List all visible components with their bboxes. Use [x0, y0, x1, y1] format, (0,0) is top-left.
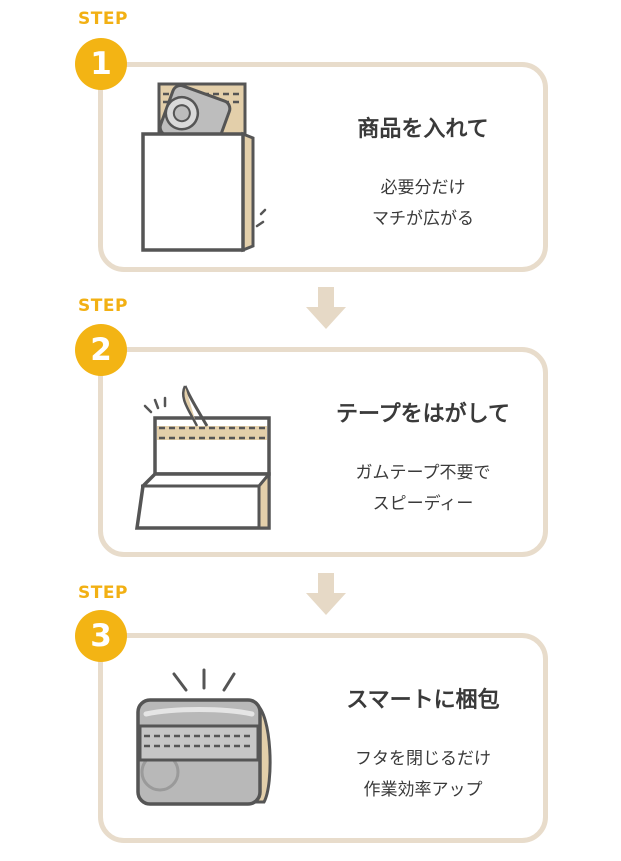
open-bag-with-item-icon [141, 82, 267, 253]
sealed-package-icon [136, 668, 272, 806]
step-1-desc-line-2: マチが広がる [372, 209, 474, 229]
step-1-number-badge: 1 [75, 38, 127, 90]
step-3-label: STEP [78, 583, 128, 603]
step-2-description: ガムテープ不要で スピーディー [303, 458, 543, 520]
step-2-number-badge: 2 [75, 324, 127, 376]
step-3-title: スマートに梱包 [346, 688, 500, 713]
down-arrow-icon [306, 287, 346, 329]
step-2-desc-line-1: ガムテープ不要で [355, 463, 491, 483]
peel-tape-icon [134, 385, 271, 530]
step-2-title: テープをはがして [335, 402, 511, 427]
step-3-desc-line-1: フタを閉じるだけ [355, 749, 491, 769]
step-1-description: 必要分だけ マチが広がる [303, 173, 543, 235]
step-1-title: 商品を入れて [357, 117, 489, 142]
step-3-number-badge: 3 [75, 610, 127, 662]
step-3-desc-line-2: 作業効率アップ [363, 780, 483, 800]
step-3-description: フタを閉じるだけ 作業効率アップ [303, 744, 543, 806]
step-1-label: STEP [78, 9, 128, 29]
step-2-desc-line-2: スピーディー [372, 494, 474, 514]
step-1-desc-line-1: 必要分だけ [380, 178, 466, 198]
step-2-label: STEP [78, 296, 128, 316]
down-arrow-icon [306, 573, 346, 615]
